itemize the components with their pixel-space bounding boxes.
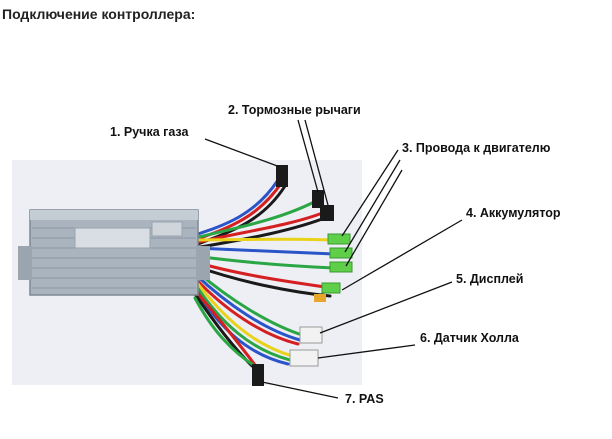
pas-connector (252, 364, 264, 386)
page-title: Подключение контроллера: (2, 6, 196, 22)
motor-connector-blue (329, 247, 353, 259)
battery-connector (314, 282, 341, 302)
label-throttle: 1. Ручка газа (110, 125, 189, 139)
hall-connector (289, 349, 319, 367)
label-pas: 7. PAS (345, 392, 384, 406)
leader-lines (204, 119, 463, 399)
label-motor: 3. Провода к двигателю (402, 141, 551, 155)
controller-body (18, 209, 210, 296)
brake-connector-2 (320, 205, 334, 221)
motor-connector-green (329, 261, 353, 273)
label-hall: 6. Датчик Холла (420, 331, 519, 345)
wire-bundle (193, 178, 336, 370)
label-brakes: 2. Тормозные рычаги (228, 103, 361, 117)
controller-label-sticker (74, 227, 151, 249)
motor-connector-yellow (327, 233, 351, 245)
throttle-connector (276, 165, 288, 187)
label-display: 5. Дисплей (456, 272, 524, 286)
brake-connector-1 (312, 190, 324, 208)
display-connector (299, 326, 323, 344)
label-battery: 4. Аккумулятор (466, 206, 561, 220)
